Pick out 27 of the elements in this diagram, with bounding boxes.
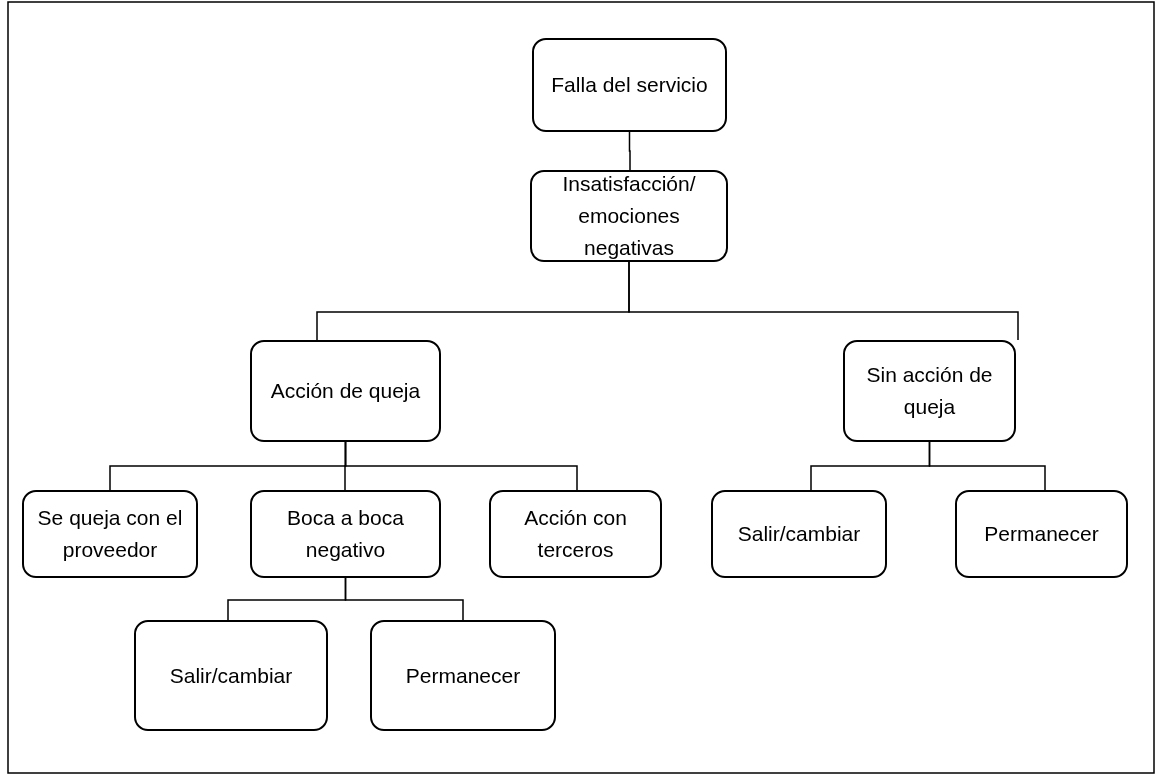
connector-line (344, 441, 578, 491)
process-box (711, 490, 887, 578)
connector-line (344, 577, 464, 621)
process-box (370, 620, 556, 731)
connector-line (628, 131, 631, 171)
node-label: Permanecer (984, 521, 1099, 547)
process-box (530, 170, 728, 262)
process-box (532, 38, 727, 132)
node-label: Salir/cambiar (169, 662, 293, 689)
node-label: Insatisfacción/ emociones negativas (561, 171, 697, 261)
process-box (489, 490, 662, 578)
node-label: Boca a boca negativo (286, 505, 405, 563)
process-box (22, 490, 198, 578)
connector-line (928, 441, 1046, 491)
node-label: Sin acción de queja (865, 362, 994, 420)
node-label: Permanecer (405, 662, 521, 689)
node-label: Acción de queja (270, 378, 421, 404)
process-box (955, 490, 1128, 578)
node-label: Salir/cambiar (737, 521, 861, 547)
process-box (250, 490, 441, 578)
connector-line (628, 261, 1019, 341)
process-box (134, 620, 328, 731)
process-box (843, 340, 1016, 442)
node-label: Acción con terceros (523, 505, 628, 563)
process-box (250, 340, 441, 442)
node-label: Se queja con el proveedor (36, 505, 184, 563)
node-label: Falla del servicio (551, 72, 708, 98)
